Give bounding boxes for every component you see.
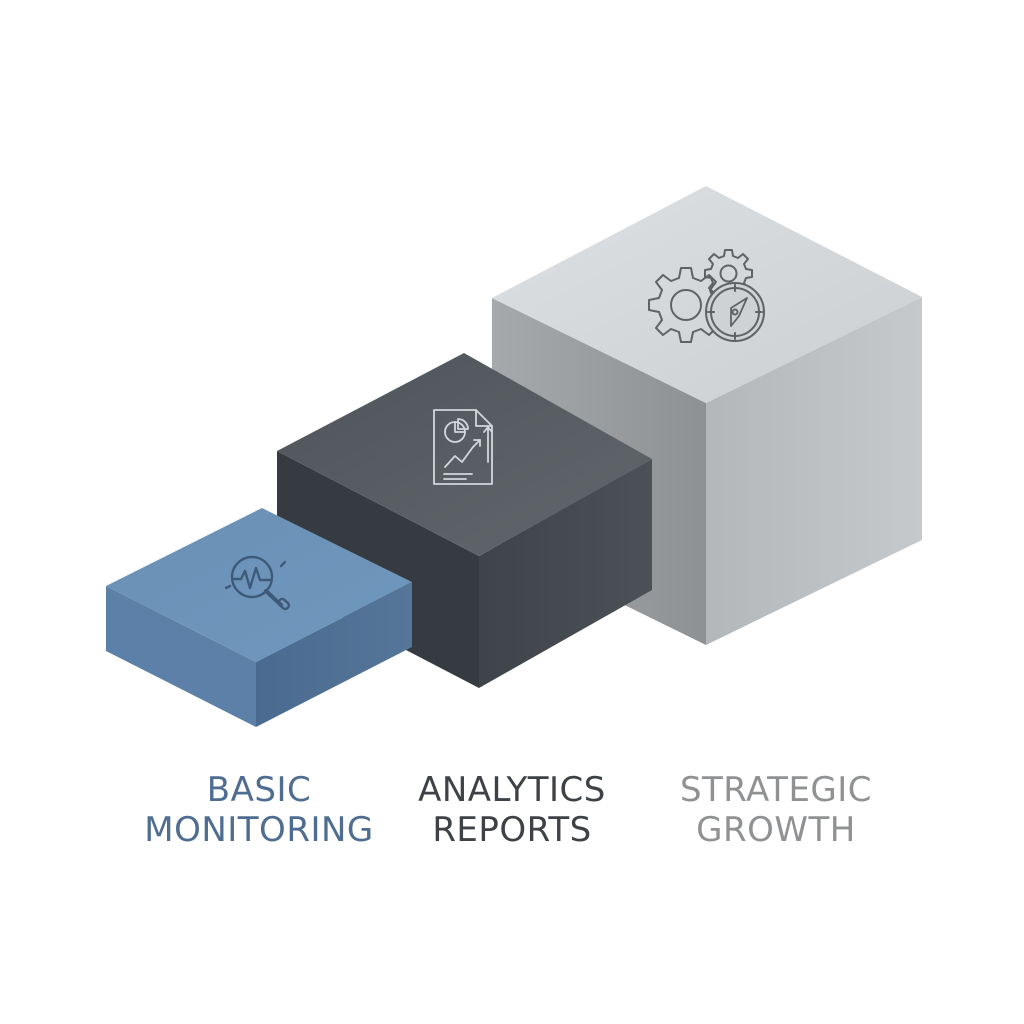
analytics-label-line-2: REPORTS	[432, 810, 592, 850]
report-chart-icon	[433, 409, 493, 485]
strategic-label-line-1: STRATEGIC	[679, 770, 873, 810]
strategic-growth-label: STRATEGIC GROWTH	[616, 770, 936, 850]
strategic-label-line-2: GROWTH	[696, 810, 856, 850]
basic-monitoring-label: BASIC MONITORING	[99, 770, 419, 850]
gears-compass-icon	[648, 249, 765, 343]
analytics-label-line-1: ANALYTICS	[418, 770, 606, 810]
strategic-block-right-face	[706, 297, 922, 645]
basic-label-line-2: MONITORING	[144, 810, 374, 850]
basic-block-right-face	[256, 582, 412, 727]
basic-block-left-face	[106, 586, 256, 727]
basic-block-top-face	[106, 508, 412, 662]
analytics-reports-label: ANALYTICS REPORTS	[352, 770, 672, 850]
analytics-block-top-face	[277, 353, 652, 556]
analytics-block-right-face	[479, 459, 652, 688]
large-gear	[648, 267, 724, 343]
strategic-block-top-face	[492, 186, 922, 403]
compass-outer	[705, 282, 765, 342]
basic-label-line-1: BASIC	[206, 770, 312, 810]
magnifier-pulse-icon	[224, 555, 291, 611]
basic-monitoring-block	[106, 508, 412, 727]
